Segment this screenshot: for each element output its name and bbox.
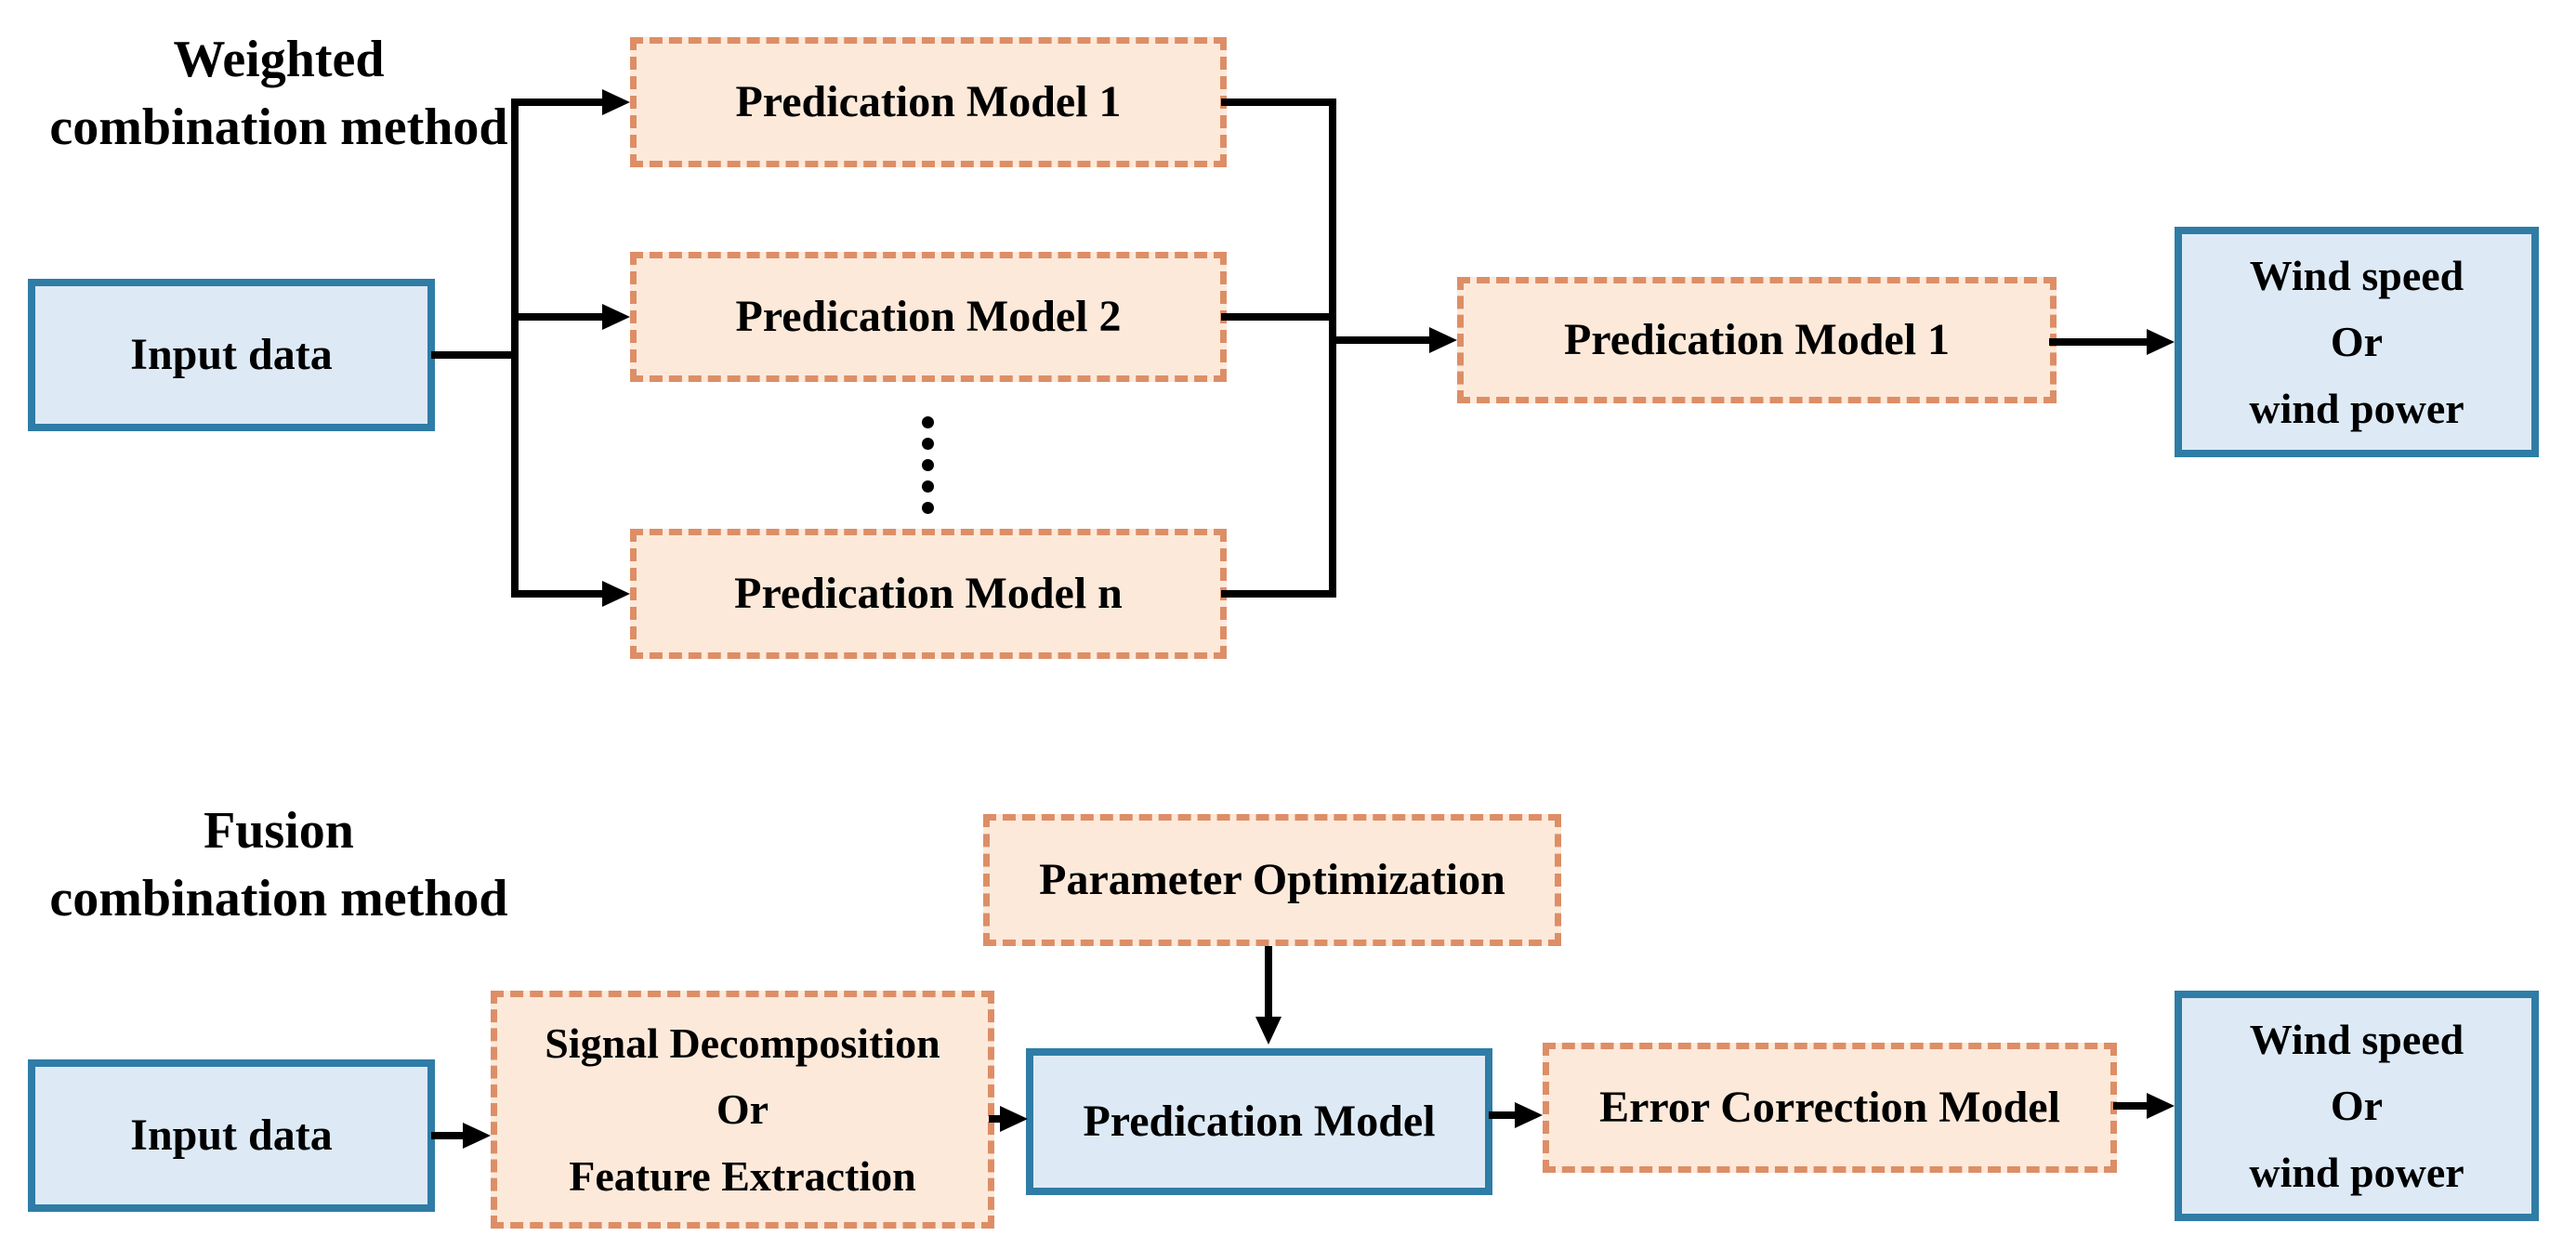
arrowhead-into-output-top [2147, 329, 2175, 355]
connector-input-to-preprocess [431, 1132, 465, 1139]
dot-icon [922, 480, 934, 493]
connector-preprocess-to-model [989, 1115, 1004, 1123]
node-error-correction-model: Error Correction Model [1543, 1043, 2117, 1173]
node-signal-decomposition: Signal Decomposition Or Feature Extracti… [491, 991, 994, 1229]
connector-branch-to-modeln [511, 590, 604, 598]
fusion-method-label-line2: combination method [49, 869, 508, 927]
connector-model2-to-collector [1221, 313, 1336, 321]
connector-collector-to-combiner [1329, 336, 1429, 344]
node-predication-model-1-label: Predication Model 1 [735, 77, 1122, 126]
node-output-wind-bottom-line1: Wind speed [2249, 1016, 2464, 1064]
node-parameter-optimization: Parameter Optimization [983, 814, 1561, 946]
dot-icon [922, 502, 934, 514]
node-predication-model-1: Predication Model 1 [630, 37, 1227, 167]
arrowhead-down-into-model [1255, 1017, 1281, 1045]
arrowhead-into-modeln [602, 581, 630, 607]
connector-branch-to-model1 [511, 99, 604, 106]
arrowhead-into-model2 [602, 304, 630, 330]
dot-icon [922, 416, 934, 428]
arrowhead-into-model-bottom [1000, 1106, 1028, 1132]
dot-icon [922, 459, 934, 471]
node-predication-model-bottom-label: Predication Model [1083, 1097, 1436, 1146]
connector-parameter-to-model [1265, 946, 1272, 1017]
node-output-wind-top-line1: Wind speed [2249, 252, 2464, 300]
fusion-method-label-line1: Fusion [204, 802, 354, 860]
ellipsis-dots-icon [922, 416, 934, 514]
arrowhead-into-combiner [1429, 327, 1457, 353]
node-output-wind-bottom: Wind speed Or wind power [2175, 991, 2539, 1221]
weighted-method-label-line1: Weighted [173, 31, 385, 88]
connector-model1-to-collector [1221, 99, 1336, 106]
connector-combiner-to-output-top [2049, 338, 2147, 346]
node-output-wind-bottom-line3: wind power [2249, 1148, 2464, 1196]
node-predication-model-2: Predication Model 2 [630, 252, 1227, 382]
node-input-data-top: Input data [28, 279, 435, 431]
node-input-data-bottom: Input data [28, 1059, 435, 1212]
node-parameter-optimization-label: Parameter Optimization [1039, 855, 1505, 904]
weighted-method-label-line2: combination method [49, 98, 508, 156]
node-output-wind-top-line3: wind power [2249, 384, 2464, 432]
branch-vertical-line [511, 99, 519, 598]
node-predication-model-n-label: Predication Model n [734, 569, 1123, 618]
node-signal-decomposition-line2: Or [716, 1085, 769, 1134]
node-combiner-predication-model-1: Predication Model 1 [1457, 277, 2057, 403]
node-predication-model-bottom: Predication Model [1026, 1048, 1492, 1195]
fusion-method-label: Fusion combination method [19, 797, 539, 933]
connector-branch-to-model2 [511, 313, 604, 321]
node-signal-decomposition-line3: Feature Extraction [569, 1151, 916, 1200]
collector-vertical-line [1329, 99, 1336, 598]
connector-model-to-error [1489, 1111, 1517, 1119]
node-output-wind-top: Wind speed Or wind power [2175, 227, 2539, 457]
node-combiner-predication-model-1-label: Predication Model 1 [1563, 315, 1951, 364]
node-input-data-top-label: Input data [130, 330, 333, 379]
node-output-wind-bottom-line2: Or [2330, 1082, 2384, 1130]
connector-modeln-to-collector [1221, 590, 1336, 598]
node-input-data-bottom-label: Input data [130, 1111, 333, 1160]
node-predication-model-n: Predication Model n [630, 529, 1227, 659]
weighted-method-label: Weighted combination method [19, 26, 539, 162]
connector-input-to-branch [431, 351, 517, 359]
node-output-wind-top-line2: Or [2330, 318, 2384, 366]
node-predication-model-2-label: Predication Model 2 [735, 292, 1122, 341]
arrowhead-into-model1 [602, 89, 630, 115]
connector-error-to-output-bottom [2113, 1102, 2149, 1110]
node-error-correction-model-label: Error Correction Model [1599, 1083, 2060, 1132]
node-signal-decomposition-line1: Signal Decomposition [545, 1019, 940, 1068]
arrowhead-into-preprocess [463, 1123, 491, 1149]
dot-icon [922, 438, 934, 450]
arrowhead-into-output-bottom [2147, 1093, 2175, 1119]
arrowhead-into-error [1515, 1102, 1543, 1128]
